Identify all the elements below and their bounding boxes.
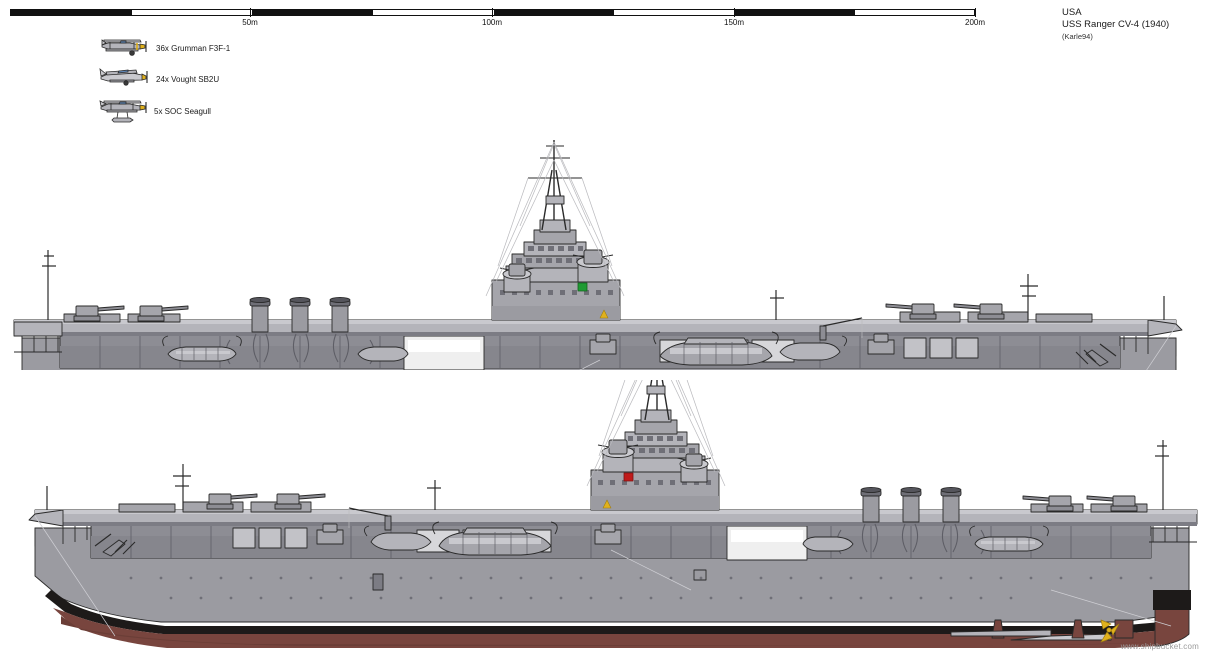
legend-row-bomber: 24x Vought SB2U <box>96 63 396 94</box>
scale-tick <box>492 8 493 17</box>
scale-tick <box>734 8 735 17</box>
title-block: USA USS Ranger CV-4 (1940) (Karle94) <box>1062 7 1169 42</box>
navigation-light <box>623 472 634 482</box>
scale-bar: 50m 100m 150m 200m <box>0 0 1000 30</box>
navigation-light <box>577 282 588 292</box>
scale-tick <box>975 8 976 17</box>
starboard-side-view <box>0 380 1211 655</box>
scale-segment <box>493 10 615 15</box>
monoplane-bomber-icon <box>96 63 152 91</box>
watermark: www.shipbucket.com <box>1120 642 1199 651</box>
legend-label-scout: 5x SOC Seagull <box>154 107 211 116</box>
scale-tick <box>250 8 251 17</box>
biplane-fighter-icon <box>96 32 152 60</box>
legend-row-fighter: 36x Grumman F3F-1 <box>96 32 396 63</box>
scale-segment <box>252 10 373 15</box>
scale-label-100m: 100m <box>481 18 503 27</box>
title-author: (Karle94) <box>1062 32 1093 41</box>
scale-segment <box>734 10 856 15</box>
legend-label-bomber: 24x Vought SB2U <box>156 75 220 84</box>
aircraft-legend: 36x Grumman F3F-1 <box>96 32 396 125</box>
scale-label-50m: 50m <box>242 18 258 27</box>
legend-row-scout: 5x SOC Seagull <box>96 94 396 125</box>
legend-label-fighter: 36x Grumman F3F-1 <box>156 44 231 53</box>
scale-segment <box>11 10 132 15</box>
scale-label-200m: 200m <box>964 18 986 27</box>
floatplane-scout-icon <box>96 94 152 123</box>
title-ship-name: USS Ranger CV-4 (1940) <box>1062 19 1170 30</box>
title-country: USA <box>1062 7 1082 18</box>
port-side-view <box>0 100 1211 370</box>
scale-label-150m: 150m <box>723 18 745 27</box>
